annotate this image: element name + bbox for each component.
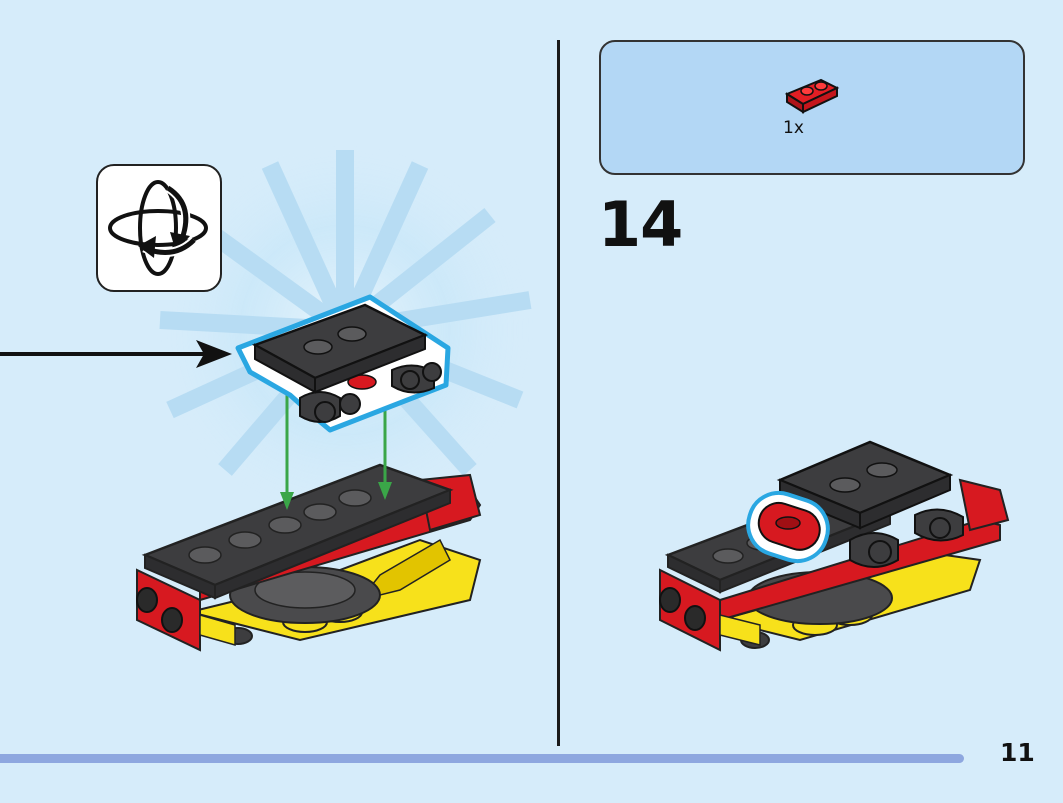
highlighted-subassembly — [235, 294, 451, 433]
base-vehicle-model — [136, 463, 482, 652]
red-plate-1x2-icon — [784, 78, 840, 114]
rotate-model-box — [96, 164, 222, 292]
step-number: 14 — [598, 188, 683, 261]
part-quantity: 1x — [783, 118, 804, 138]
new-red-plate-highlight — [746, 490, 830, 564]
leader-arrow — [0, 340, 232, 368]
parts-list-callout: 1x — [599, 40, 1025, 175]
panel-divider — [557, 40, 560, 746]
rotate-model-icon — [108, 180, 208, 276]
page-number: 11 — [1000, 738, 1035, 767]
page-footer-bar — [0, 754, 964, 763]
step-result-model — [659, 440, 1010, 652]
left-build-panel — [0, 140, 535, 652]
